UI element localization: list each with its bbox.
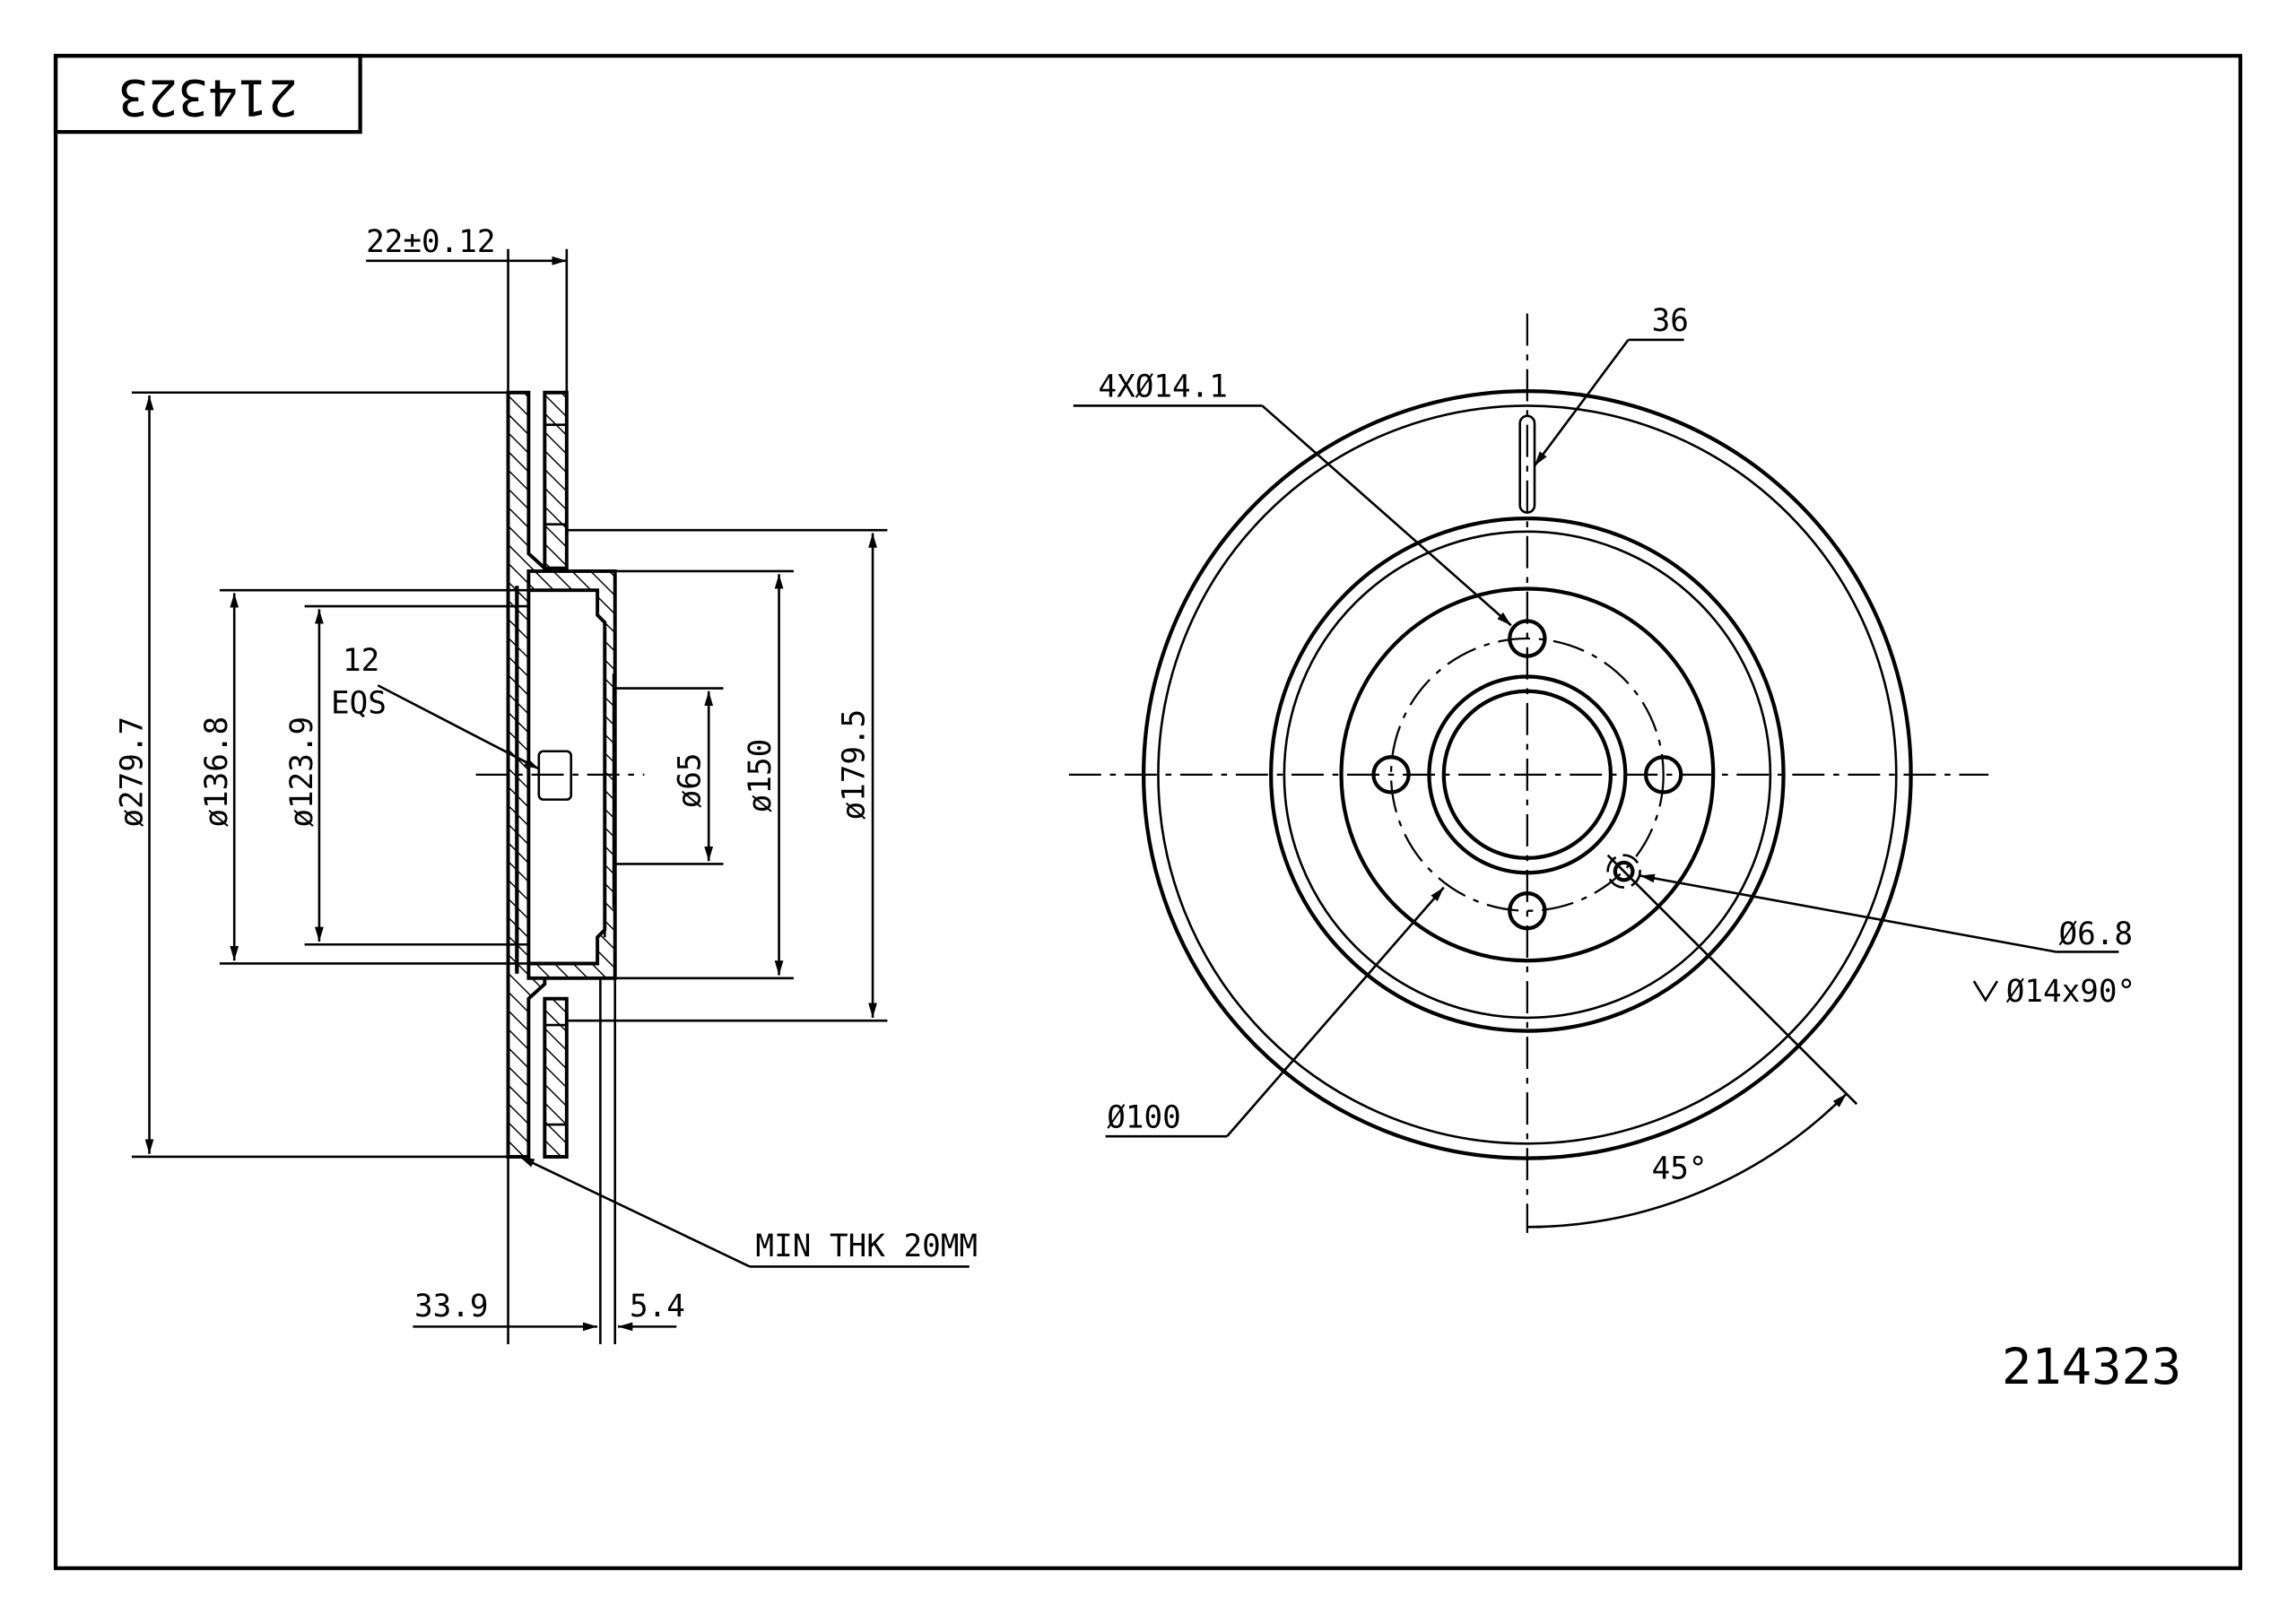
flange-thickness-dim: 5.4 [630, 1289, 685, 1324]
countersink-label: Ø14x90° [2006, 974, 2135, 1010]
diameter-136-dim: ø136.8 [199, 716, 235, 828]
bolt-holes [1371, 619, 1683, 931]
hat-height-dim: 33.9 [414, 1289, 489, 1324]
side-section-view: 22±0.12 ø279.7 ø136.8 ø123.9 12 EQS ø65 … [114, 224, 978, 1344]
min-thickness-label: MIN THK 20MM [755, 1229, 978, 1264]
thickness-dim: 22±0.12 [366, 224, 495, 260]
drawing-frame [53, 54, 2243, 1570]
slot-label: 36 [1652, 303, 1689, 339]
center-bore-dim: ø65 [672, 753, 708, 809]
front-view: 4XØ14.1 36 Ø6.8 Ø14x90° Ø100 45° [1068, 303, 2135, 1233]
mirrored-part-number: 214323 [118, 68, 298, 126]
holes-spacing: EQS [331, 685, 387, 721]
friction-inner-dim: ø179.5 [836, 709, 872, 821]
hat-diameter-dim: ø150 [743, 739, 778, 813]
title-box: 214323 [53, 54, 362, 135]
aux-hole-label: Ø6.8 [2059, 916, 2134, 952]
angle-label: 45° [1652, 1151, 1708, 1186]
part-number: 214323 [2002, 1338, 2181, 1396]
holes-count: 12 [343, 643, 379, 679]
outer-diameter-dim: ø279.7 [114, 716, 150, 828]
bolt-holes-label: 4XØ14.1 [1098, 369, 1227, 405]
diameter-123-dim: ø123.9 [284, 716, 320, 828]
bolt-circle-label: Ø100 [1107, 1099, 1181, 1135]
